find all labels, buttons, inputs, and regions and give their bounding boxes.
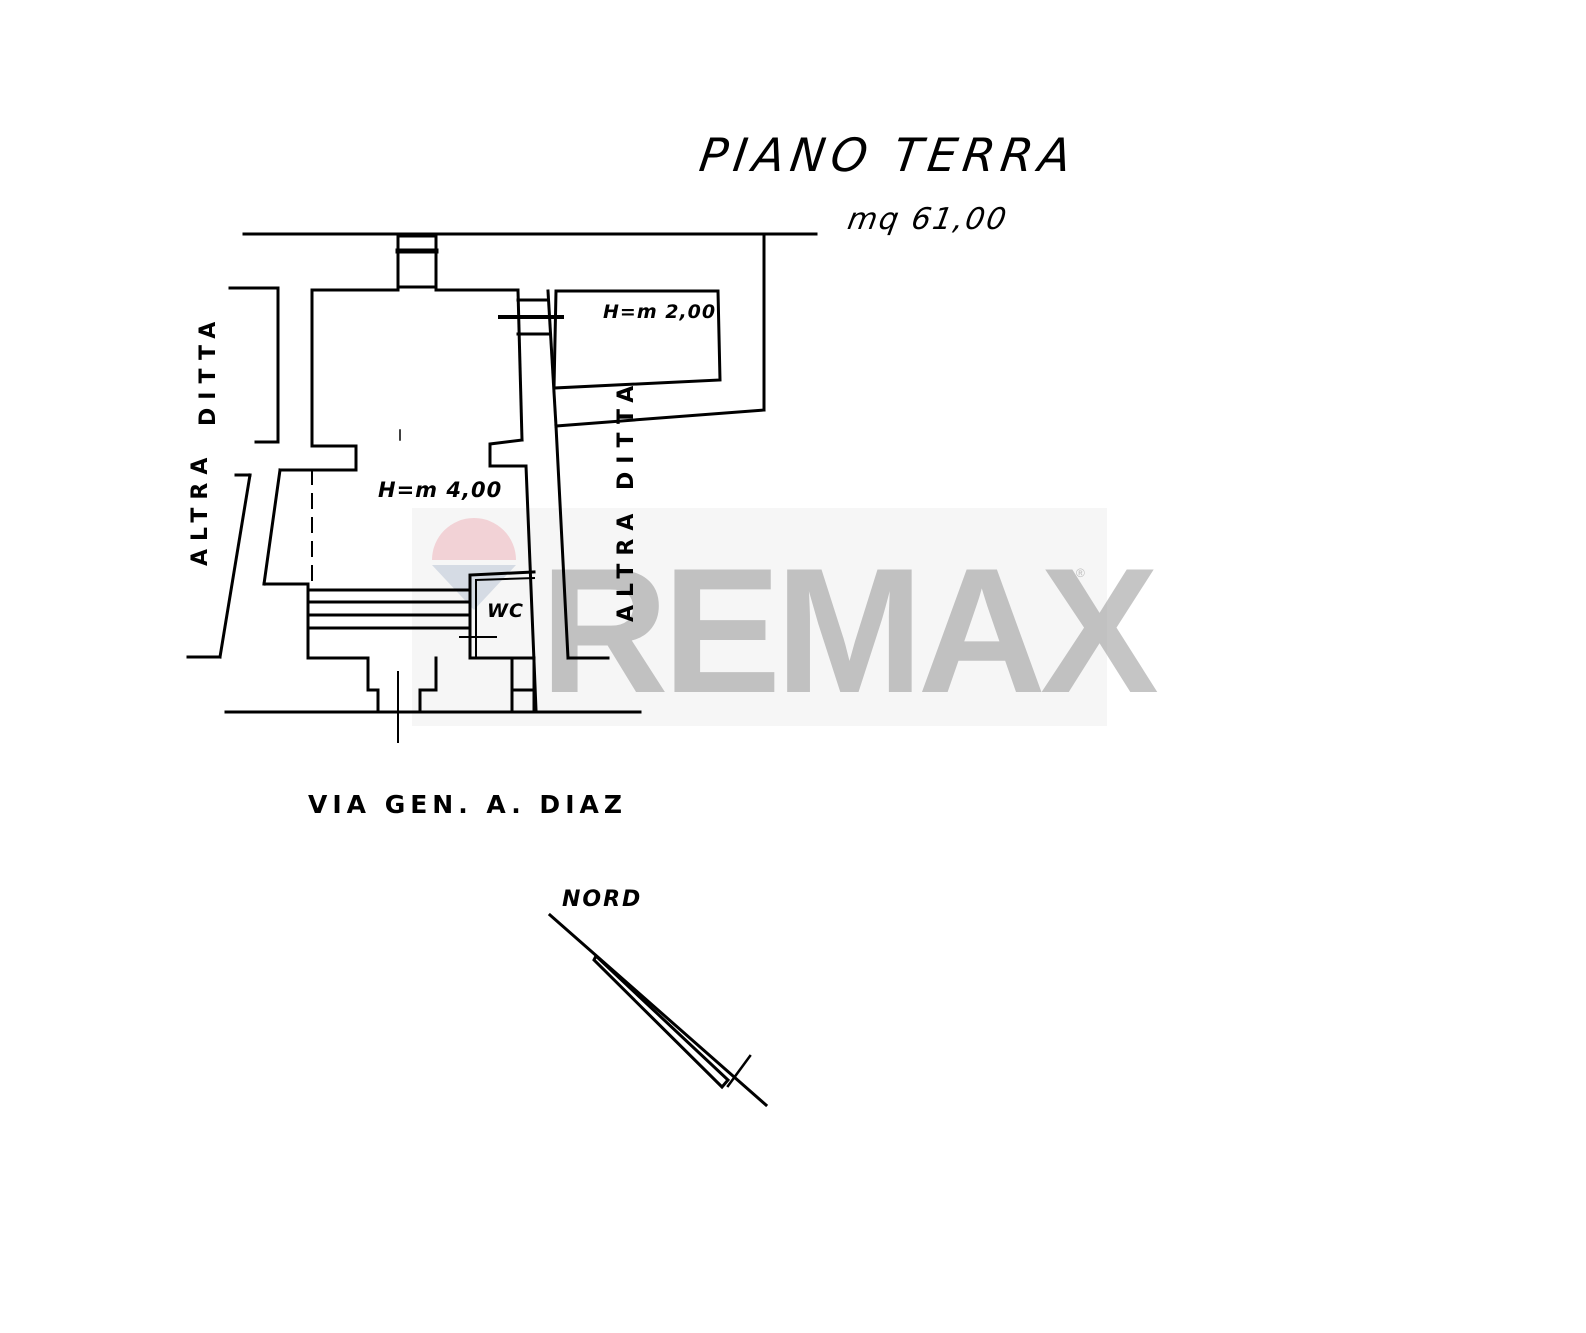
street-name: VIA GEN. A. DIAZ: [308, 790, 627, 819]
watermark-registered-mark: ®: [1076, 566, 1085, 580]
neighbor-label-right: ALTRA DITTA: [614, 377, 639, 622]
storage-height-label: H=m 2,00: [603, 301, 717, 323]
main-room-height-label: H=m 4,00: [378, 478, 503, 502]
neighbor-label-left-upper: DITTA: [196, 313, 221, 426]
plan-area: mq 61,00: [844, 202, 1011, 237]
north-arrow-label: NORD: [562, 887, 643, 912]
watermark-logo-text: REMAX: [540, 531, 1159, 730]
neighbor-label-left-lower: ALTRA: [188, 449, 213, 566]
wc-label: WC: [487, 600, 524, 622]
plan-title: PIANO TERRA: [696, 128, 1081, 182]
